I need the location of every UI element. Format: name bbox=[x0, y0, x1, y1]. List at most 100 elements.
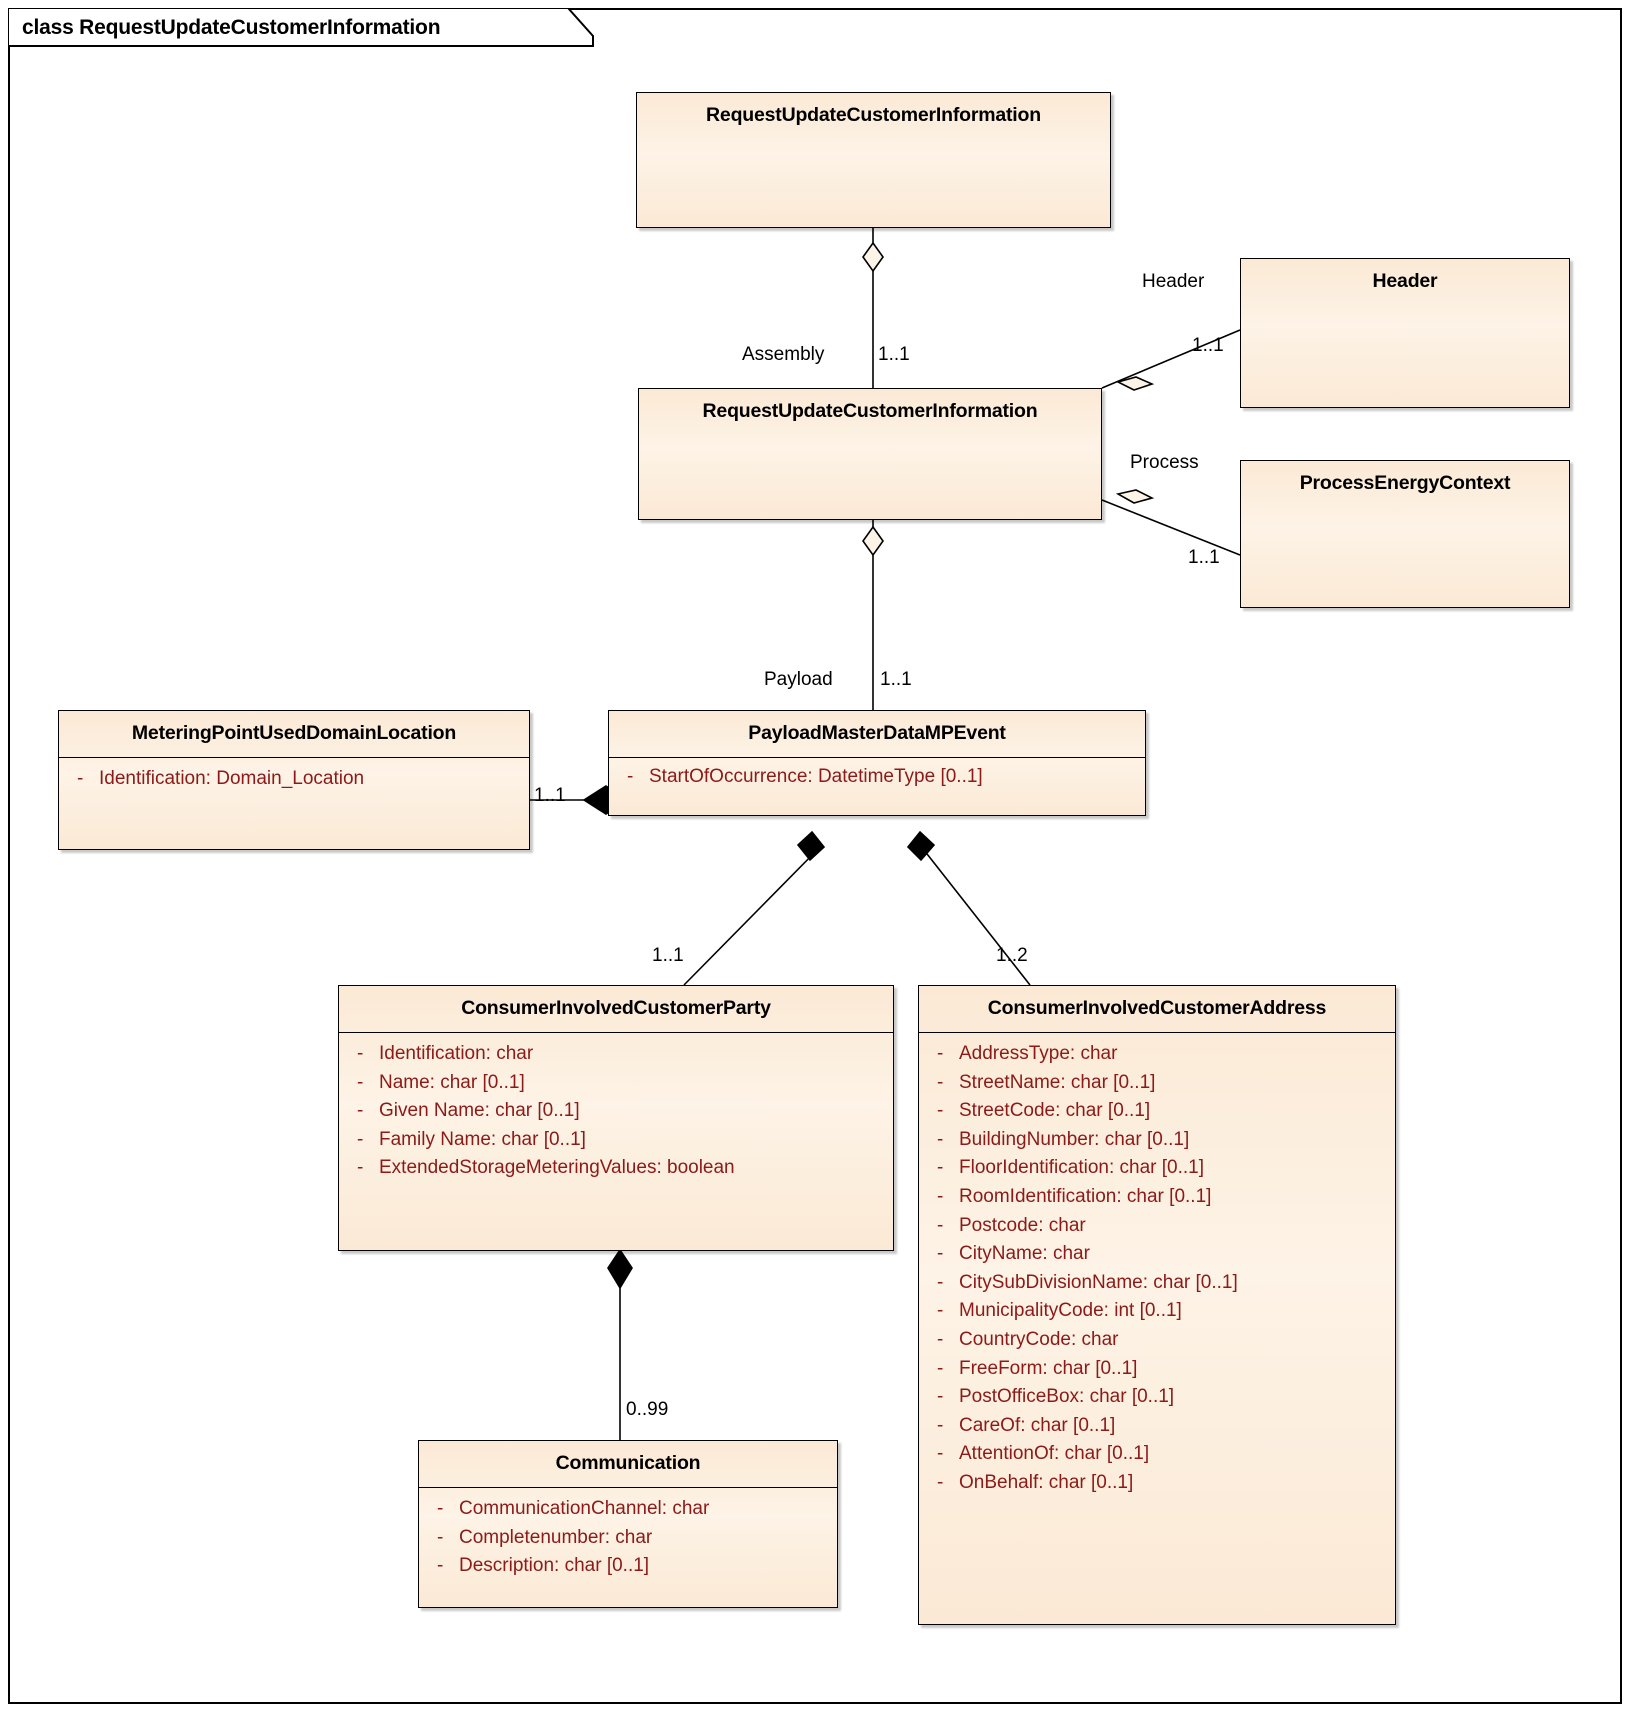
attribute-row: - CommunicationChannel: char bbox=[425, 1495, 831, 1524]
attribute-row: - Description: char [0..1] bbox=[425, 1552, 831, 1581]
class-title: MeteringPointUsedDomainLocation bbox=[131, 722, 457, 744]
attribute-visibility: - bbox=[937, 1300, 944, 1322]
edge-label-address-mult: 1..2 bbox=[996, 945, 1028, 966]
attribute-visibility: - bbox=[937, 1100, 944, 1122]
diagram-title: class RequestUpdateCustomerInformation bbox=[22, 16, 441, 39]
attribute-text: CitySubDivisionName: char [0..1] bbox=[959, 1271, 1238, 1293]
attribute-text: Identification: Domain_Location bbox=[99, 768, 365, 789]
class-header[interactable]: Header bbox=[1240, 258, 1570, 408]
edge-label-payload-mult: 1..1 bbox=[880, 669, 912, 690]
edge-label-assembly-role: Assembly bbox=[742, 344, 825, 365]
attribute-text: Postcode: char bbox=[959, 1214, 1086, 1236]
attribute-text: BuildingNumber: char [0..1] bbox=[959, 1128, 1190, 1150]
attribute-visibility: - bbox=[437, 1555, 444, 1577]
attribute-row: - Postcode: char bbox=[925, 1212, 1389, 1241]
attribute-visibility: - bbox=[937, 1185, 944, 1207]
diagram-frame bbox=[8, 8, 1622, 1704]
edge-label-header-role: Header bbox=[1142, 271, 1205, 292]
attribute-visibility: - bbox=[437, 1498, 444, 1519]
class-separator bbox=[419, 1487, 837, 1488]
attribute-text: FloorIdentification: char [0..1] bbox=[959, 1157, 1205, 1179]
edge-label-process-mult: 1..1 bbox=[1188, 547, 1220, 568]
attribute-visibility: - bbox=[937, 1443, 944, 1465]
attribute-row: - CitySubDivisionName: char [0..1] bbox=[925, 1269, 1389, 1298]
attribute-row: - CountryCode: char bbox=[925, 1326, 1389, 1355]
attribute-row: - PostOfficeBox: char [0..1] bbox=[925, 1383, 1389, 1412]
class-process-energy-context[interactable]: ProcessEnergyContext bbox=[1240, 460, 1570, 608]
attribute-row: - Family Name: char [0..1] bbox=[345, 1126, 887, 1155]
class-attributes: - StartOfOccurrence: DatetimeType [0..1] bbox=[609, 758, 1145, 802]
attribute-row: - StreetName: char [0..1] bbox=[925, 1069, 1389, 1098]
attribute-visibility: - bbox=[937, 1328, 944, 1350]
attribute-row: - RoomIdentification: char [0..1] bbox=[925, 1183, 1389, 1212]
class-separator bbox=[59, 757, 529, 758]
attribute-visibility: - bbox=[357, 1100, 364, 1122]
attribute-visibility: - bbox=[357, 1071, 364, 1093]
attribute-visibility: - bbox=[937, 1386, 944, 1408]
attribute-visibility: - bbox=[357, 1128, 364, 1150]
attribute-text: MunicipalityCode: int [0..1] bbox=[959, 1300, 1182, 1322]
attribute-row: - Completenumber: char bbox=[425, 1524, 831, 1553]
edge-label-party-mult: 1..1 bbox=[652, 945, 684, 966]
attribute-text: Name: char [0..1] bbox=[379, 1071, 525, 1093]
attribute-visibility: - bbox=[937, 1071, 944, 1093]
attribute-row: - FreeForm: char [0..1] bbox=[925, 1355, 1389, 1384]
attribute-row: - BuildingNumber: char [0..1] bbox=[925, 1126, 1389, 1155]
class-request-update-customer-information-assembly[interactable]: RequestUpdateCustomerInformation bbox=[638, 388, 1102, 520]
attribute-visibility: - bbox=[937, 1414, 944, 1436]
class-attributes: - Identification: char - Name: char [0..… bbox=[339, 1033, 893, 1193]
attribute-text: Identification: char bbox=[379, 1043, 534, 1064]
attribute-text: CityName: char bbox=[959, 1243, 1090, 1265]
class-attributes: - AddressType: char - StreetName: char [… bbox=[919, 1033, 1395, 1508]
attribute-text: OnBehalf: char [0..1] bbox=[959, 1471, 1134, 1493]
class-attributes: - Identification: Domain_Location bbox=[59, 758, 529, 804]
attribute-visibility: - bbox=[357, 1043, 364, 1064]
attribute-row: - ExtendedStorageMeteringValues: boolean bbox=[345, 1154, 887, 1183]
class-request-update-customer-information-root[interactable]: RequestUpdateCustomerInformation bbox=[636, 92, 1111, 228]
attribute-text: AttentionOf: char [0..1] bbox=[959, 1443, 1150, 1465]
attribute-row: - OnBehalf: char [0..1] bbox=[925, 1469, 1389, 1498]
attribute-text: CommunicationChannel: char bbox=[459, 1498, 710, 1519]
class-metering-point-used-domain-location[interactable]: MeteringPointUsedDomainLocation - Identi… bbox=[58, 710, 530, 850]
attribute-text: Family Name: char [0..1] bbox=[379, 1128, 586, 1150]
class-title: ConsumerInvolvedCustomerParty bbox=[461, 997, 771, 1019]
attribute-row: - FloorIdentification: char [0..1] bbox=[925, 1154, 1389, 1183]
attribute-visibility: - bbox=[357, 1157, 364, 1179]
attribute-text: Given Name: char [0..1] bbox=[379, 1100, 580, 1122]
class-consumer-involved-customer-address[interactable]: ConsumerInvolvedCustomerAddress - Addres… bbox=[918, 985, 1396, 1625]
attribute-text: StreetCode: char [0..1] bbox=[959, 1100, 1151, 1122]
edge-label-metering-mult: 1..1 bbox=[534, 785, 566, 806]
attribute-row: - StartOfOccurrence: DatetimeType [0..1] bbox=[615, 763, 1139, 792]
edge-label-payload-role: Payload bbox=[764, 669, 833, 690]
attribute-text: StreetName: char [0..1] bbox=[959, 1071, 1156, 1093]
attribute-row: - StreetCode: char [0..1] bbox=[925, 1097, 1389, 1126]
attribute-visibility: - bbox=[937, 1157, 944, 1179]
class-title: RequestUpdateCustomerInformation bbox=[702, 400, 1038, 422]
attribute-text: StartOfOccurrence: DatetimeType [0..1] bbox=[649, 766, 983, 787]
attribute-text: CareOf: char [0..1] bbox=[959, 1414, 1116, 1436]
edge-label-process-role: Process bbox=[1130, 452, 1199, 473]
attribute-visibility: - bbox=[437, 1526, 444, 1548]
class-title: PayloadMasterDataMPEvent bbox=[748, 722, 1006, 744]
attribute-visibility: - bbox=[937, 1471, 944, 1493]
class-title: RequestUpdateCustomerInformation bbox=[706, 104, 1041, 126]
class-separator bbox=[339, 1032, 893, 1033]
class-consumer-involved-customer-party[interactable]: ConsumerInvolvedCustomerParty - Identifi… bbox=[338, 985, 894, 1251]
class-payload-master-data-mp-event[interactable]: PayloadMasterDataMPEvent - StartOfOccurr… bbox=[608, 710, 1146, 816]
attribute-visibility: - bbox=[627, 766, 634, 787]
class-title: ConsumerInvolvedCustomerAddress bbox=[987, 997, 1327, 1019]
class-title: Communication bbox=[555, 1452, 701, 1474]
attribute-visibility: - bbox=[937, 1043, 944, 1064]
attribute-text: FreeForm: char [0..1] bbox=[959, 1357, 1138, 1379]
attribute-text: ExtendedStorageMeteringValues: boolean bbox=[379, 1157, 735, 1179]
attribute-visibility: - bbox=[937, 1128, 944, 1150]
attribute-text: PostOfficeBox: char [0..1] bbox=[959, 1386, 1175, 1408]
attribute-visibility: - bbox=[937, 1271, 944, 1293]
class-communication[interactable]: Communication - CommunicationChannel: ch… bbox=[418, 1440, 838, 1608]
attribute-text: AddressType: char bbox=[959, 1043, 1118, 1064]
attribute-row: - Given Name: char [0..1] bbox=[345, 1097, 887, 1126]
attribute-visibility: - bbox=[937, 1214, 944, 1236]
diagram-frame-tab bbox=[8, 8, 594, 47]
class-separator bbox=[919, 1032, 1395, 1033]
edge-label-communication-mult: 0..99 bbox=[626, 1399, 669, 1420]
